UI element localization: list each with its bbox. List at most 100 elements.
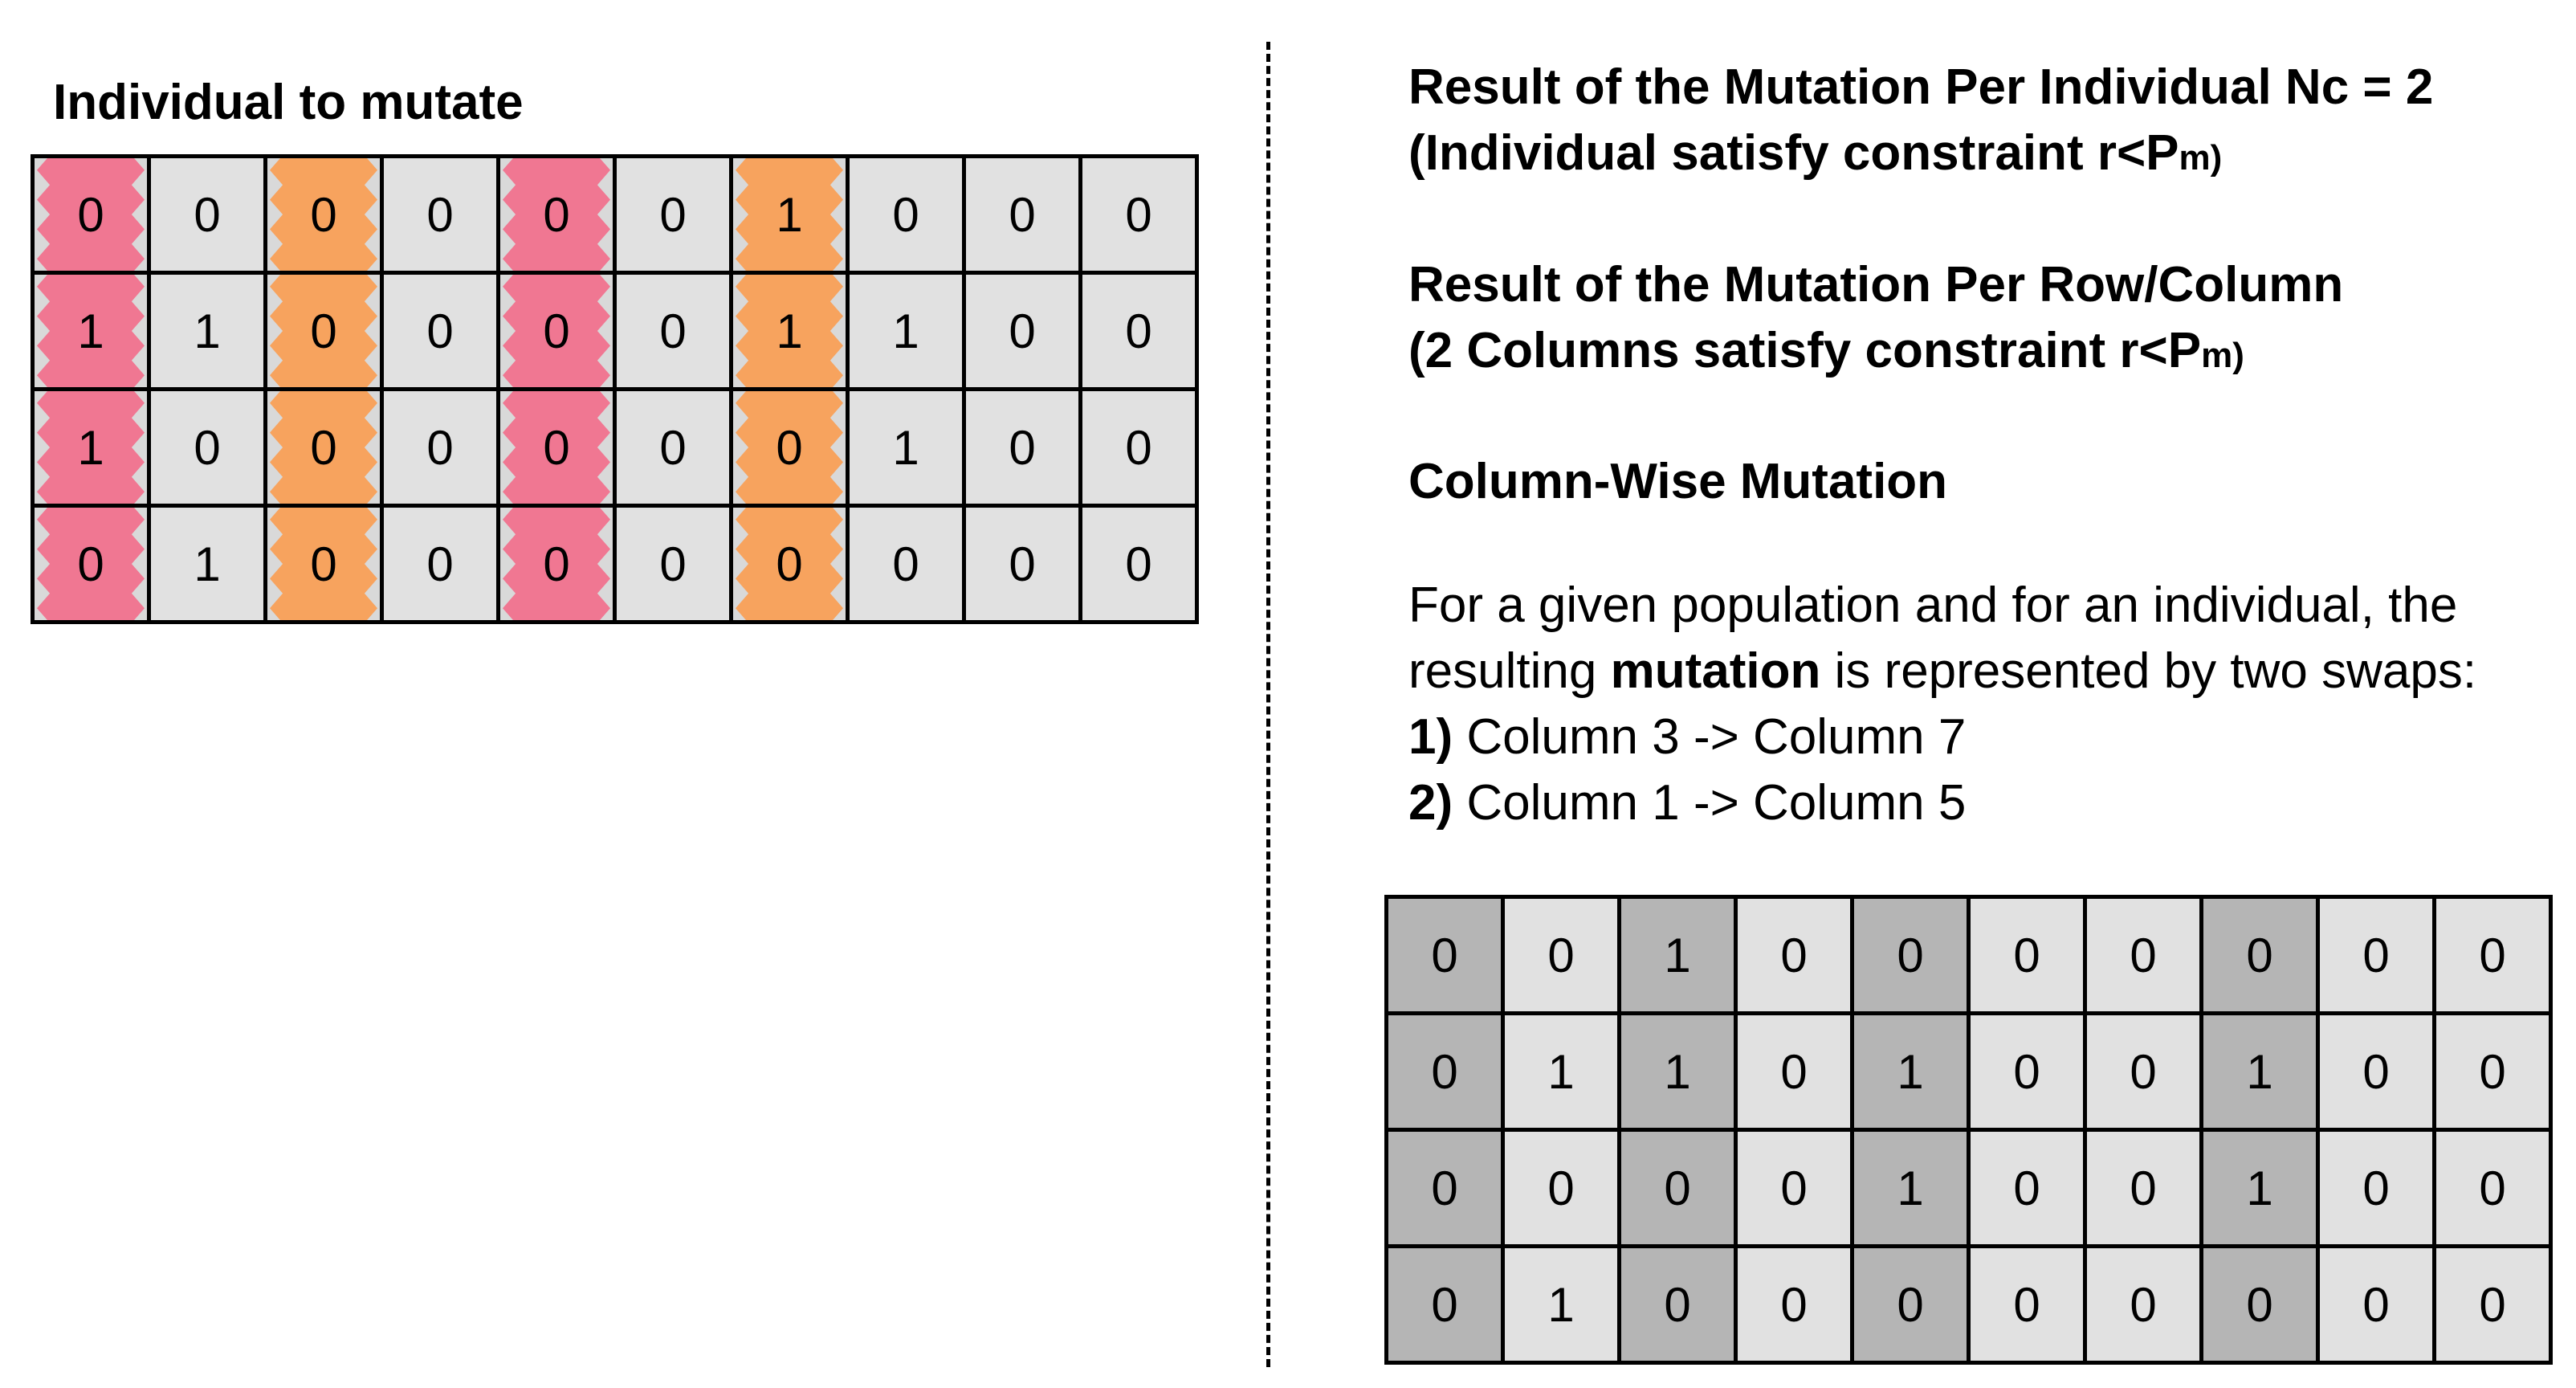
grid-cell: 0	[1621, 1248, 1734, 1361]
grid-cell: 0	[850, 158, 962, 271]
cell-value: 0	[892, 537, 919, 591]
cell-value: 1	[1897, 1161, 1924, 1215]
cell-value: 0	[2479, 1044, 2506, 1099]
cell-value: 1	[1664, 928, 1691, 982]
grid-cell: 1	[1621, 899, 1734, 1011]
cell-value: 0	[1897, 1277, 1924, 1332]
cell-value: 1	[77, 304, 104, 358]
cell-value: 1	[2246, 1161, 2273, 1215]
cell-value: 0	[310, 420, 337, 475]
grid-cell: 1	[35, 275, 147, 387]
grid-cell: 0	[267, 508, 380, 620]
cell-value: 1	[892, 420, 919, 475]
heading-per-individual: Result of the Mutation Per Individual Nc…	[1408, 55, 2557, 191]
cell-value: 0	[659, 420, 687, 475]
cell-value: 0	[2130, 1044, 2157, 1099]
cell-value: 0	[2362, 928, 2390, 982]
description-paragraph: For a given population and for an indivi…	[1408, 573, 2557, 836]
cell-value: 0	[2013, 1044, 2040, 1099]
description-line2: resulting mutation is represented by two…	[1408, 643, 2477, 699]
heading-per-row-column-line2: (2 Columns satisfy constraint r<Pm)	[1408, 323, 2244, 378]
cell-value: 0	[892, 187, 919, 242]
grid-cell: 0	[384, 158, 496, 271]
pink-column-highlight	[37, 508, 145, 620]
pink-column-highlight	[37, 275, 145, 387]
grid-cell: 0	[500, 508, 613, 620]
cell-value: 1	[2246, 1044, 2273, 1099]
cell-value: 1	[1664, 1044, 1691, 1099]
individual-title: Individual to mutate	[53, 75, 524, 130]
grid-cell: 0	[2436, 1248, 2549, 1361]
grid-cell: 0	[1971, 899, 2083, 1011]
cell-value: 0	[310, 537, 337, 591]
grid-cell: 0	[617, 508, 729, 620]
orange-column-highlight	[270, 158, 377, 271]
cell-value: 0	[1009, 537, 1036, 591]
dashed-divider	[1266, 42, 1270, 1367]
orange-column-highlight	[270, 275, 377, 387]
grid-cell: 0	[2320, 899, 2432, 1011]
grid-cell: 0	[35, 158, 147, 271]
orange-column-highlight	[736, 275, 843, 387]
cell-value: 1	[194, 537, 221, 591]
grid-cell: 0	[2436, 1132, 2549, 1244]
cell-value: 0	[426, 304, 454, 358]
cell-value: 1	[77, 420, 104, 475]
cell-value: 0	[1009, 304, 1036, 358]
pink-column-highlight	[37, 158, 145, 271]
cell-value: 1	[892, 304, 919, 358]
cell-value: 1	[1547, 1044, 1575, 1099]
grid-cell: 0	[1505, 1132, 1617, 1244]
grid-cell: 0	[500, 275, 613, 387]
cell-value: 0	[2479, 1277, 2506, 1332]
cell-value: 0	[2246, 928, 2273, 982]
grid-cell: 0	[2087, 1132, 2199, 1244]
cell-value: 0	[1780, 928, 1808, 982]
grid-cell: 0	[1854, 1248, 1967, 1361]
cell-value: 0	[659, 304, 687, 358]
heading-column-wise: Column-Wise Mutation	[1408, 454, 1948, 509]
grid-cell: 1	[1505, 1015, 1617, 1128]
cell-value: 0	[2362, 1161, 2390, 1215]
cell-value: 0	[426, 420, 454, 475]
cell-value: 0	[426, 537, 454, 591]
grid-cell: 0	[151, 391, 263, 504]
orange-column-highlight	[736, 391, 843, 504]
grid-cell: 0	[267, 275, 380, 387]
grid-cell: 0	[2320, 1132, 2432, 1244]
grid-cell: 1	[35, 391, 147, 504]
cell-value: 0	[543, 537, 570, 591]
cell-value: 0	[1125, 537, 1152, 591]
heading-per-individual-line1: Result of the Mutation Per Individual Nc…	[1408, 59, 2434, 115]
cell-value: 0	[1431, 928, 1458, 982]
cell-value: 0	[659, 537, 687, 591]
grid-cell: 1	[1854, 1015, 1967, 1128]
grid-cell: 1	[1854, 1132, 1967, 1244]
cell-value: 0	[1780, 1277, 1808, 1332]
grid-cell: 0	[966, 391, 1078, 504]
cell-value: 0	[776, 537, 803, 591]
pink-column-highlight	[503, 508, 610, 620]
cell-value: 0	[1009, 420, 1036, 475]
grid-cell: 1	[1505, 1248, 1617, 1361]
cell-value: 0	[2362, 1044, 2390, 1099]
cell-value: 0	[426, 187, 454, 242]
grid-cell: 0	[733, 391, 846, 504]
heading-per-individual-line2: (Individual satisfy constraint r<Pm)	[1408, 125, 2223, 181]
grid-cell: 0	[1388, 1248, 1501, 1361]
cell-value: 0	[2479, 1161, 2506, 1215]
grid-cell: 0	[267, 391, 380, 504]
grid-cell: 0	[1388, 1132, 1501, 1244]
grid-cell: 0	[384, 391, 496, 504]
description-line1: For a given population and for an indivi…	[1408, 578, 2458, 633]
grid-cell: 0	[1854, 899, 1967, 1011]
grid-cell: 0	[1082, 391, 1195, 504]
grid-cell: 1	[733, 275, 846, 387]
cell-value: 0	[1664, 1277, 1691, 1332]
grid-cell: 0	[2436, 899, 2549, 1011]
grid-cell: 0	[1621, 1132, 1734, 1244]
grid-cell: 1	[151, 508, 263, 620]
grid-cell: 0	[1971, 1248, 2083, 1361]
cell-value: 1	[1547, 1277, 1575, 1332]
